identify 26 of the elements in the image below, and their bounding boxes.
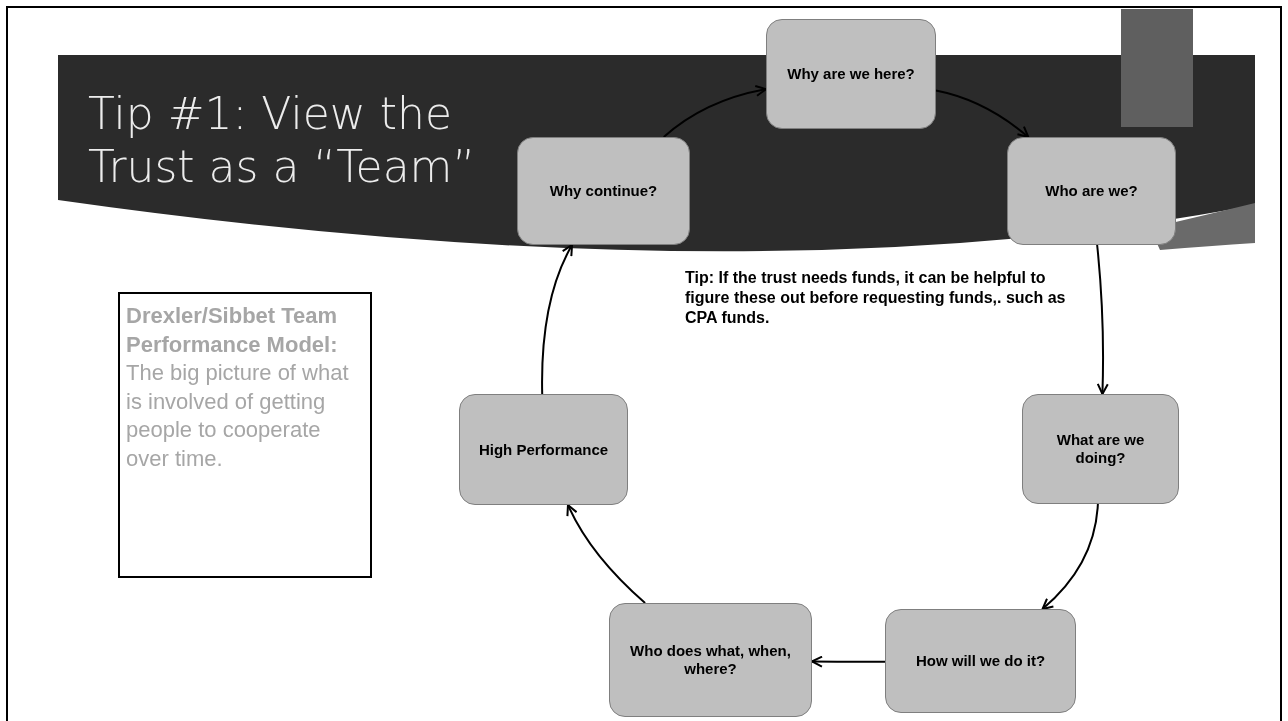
arrow [811,655,886,668]
process-box [766,19,936,129]
process-box [517,137,690,245]
arrow [935,89,1030,138]
slide-title: Tip #1: View the Trust as a “Team” [88,88,477,194]
arrow [1041,503,1099,610]
panel-heading: Drexler/Sibbet Team Performance Model: [126,302,339,359]
process-box [1007,137,1176,245]
step-label: Why continue? [549,182,658,200]
process-box [885,609,1076,713]
step-label: How will we do it? [915,652,1046,670]
step-label: Why are we here? [787,65,915,83]
process-box [1022,394,1179,504]
arrow [541,244,574,395]
process-box [609,603,812,717]
step-label: Who does what, when, where? [629,642,792,678]
arrow [1096,244,1109,395]
arrow [662,85,767,138]
text-panel [118,292,372,578]
step-label: What are we doing? [1055,431,1146,467]
step-label: Who are we? [1045,182,1138,200]
tip-note: Tip: If the trust needs funds, it can be helpful to figure these out before requesting funds,. such as CPA funds. [685,268,1067,328]
process-box [459,394,628,505]
step-label: High Performance [478,440,609,459]
arrow [566,504,647,604]
panel-text: The big picture of what is involved of getting people to cooperate over time. [126,359,350,473]
